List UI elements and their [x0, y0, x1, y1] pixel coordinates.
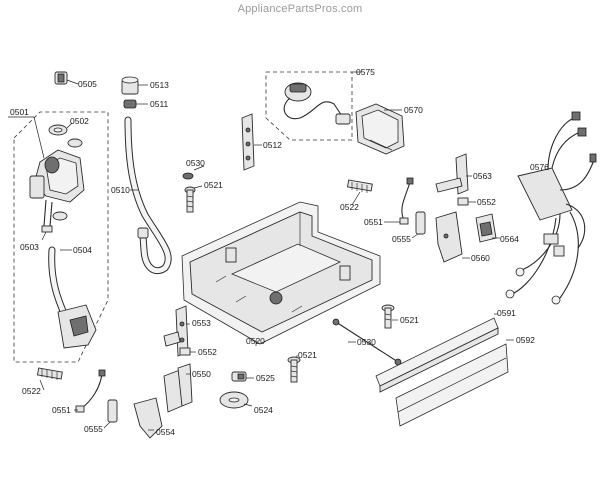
label-0503: 0503	[20, 242, 39, 252]
part-0555-b	[103, 399, 118, 429]
part-0570	[355, 103, 405, 155]
label-0554: 0554	[156, 427, 175, 437]
part-0552-b	[179, 347, 196, 356]
label-0576: 0576	[530, 162, 549, 172]
part-0530-a	[182, 165, 205, 180]
label-0552-b: 0552	[198, 347, 217, 357]
label-0513: 0513	[150, 80, 169, 90]
label-0560: 0560	[471, 253, 490, 263]
label-0522-b: 0522	[22, 386, 41, 396]
label-0530-b: 0530	[357, 337, 376, 347]
label-0502: 0502	[70, 116, 89, 126]
label-0564: 0564	[500, 234, 519, 244]
part-0521-c	[287, 355, 301, 383]
label-0563: 0563	[473, 171, 492, 181]
part-0502	[48, 122, 83, 148]
group-outline-0501	[13, 111, 109, 363]
label-0592: 0592	[516, 335, 535, 345]
part-0524	[219, 391, 253, 409]
part-0576-harness	[505, 111, 597, 305]
part-0553	[163, 305, 190, 357]
part-0564	[475, 213, 500, 243]
label-0501: 0501	[10, 107, 29, 117]
part-0554	[133, 397, 163, 439]
part-0551-b	[74, 369, 106, 413]
label-0521-b: 0521	[400, 315, 419, 325]
label-0575: 0575	[356, 67, 375, 77]
label-0530-a: 0530	[186, 158, 205, 168]
label-0524: 0524	[254, 405, 273, 415]
label-0511: 0511	[150, 99, 169, 109]
part-0521-a	[184, 185, 203, 213]
part-0504-hose	[48, 246, 97, 349]
label-0551-b: 0551	[52, 405, 71, 415]
label-0553: 0553	[192, 318, 211, 328]
part-0525	[231, 371, 254, 382]
label-0522-a: 0522	[340, 202, 359, 212]
part-0555-a	[411, 211, 426, 239]
part-0511	[123, 99, 148, 109]
part-0510-hose	[124, 116, 172, 275]
label-0505: 0505	[78, 79, 97, 89]
label-0555-a: 0555	[392, 234, 411, 244]
part-0552-a	[457, 197, 476, 206]
label-0570: 0570	[404, 105, 423, 115]
watermark: AppliancePartsPros.com	[237, 3, 363, 15]
part-0501-valve	[8, 116, 85, 221]
part-0560	[435, 211, 470, 263]
part-0551-a	[384, 177, 414, 225]
label-0512: 0512	[263, 140, 282, 150]
part-0563	[435, 153, 472, 195]
group-outline-0575	[265, 71, 353, 141]
part-0503	[41, 199, 53, 241]
label-0521-a: 0521	[204, 180, 223, 190]
part-0522-a	[346, 179, 373, 206]
part-0513	[121, 76, 148, 95]
label-0504: 0504	[73, 245, 92, 255]
part-0520-base	[181, 201, 381, 346]
part-0575	[283, 71, 362, 125]
label-0555-b: 0555	[84, 424, 103, 434]
label-0510: 0510	[111, 185, 130, 195]
label-0550: 0550	[192, 369, 211, 379]
part-0512	[241, 113, 262, 171]
label-0521-c: 0521	[298, 350, 317, 360]
label-0520: 0520	[246, 336, 265, 346]
part-0591-panel	[375, 313, 499, 393]
label-0552-a: 0552	[477, 197, 496, 207]
part-0521-b	[381, 304, 398, 329]
part-0592-panel	[395, 339, 514, 427]
part-0505	[54, 71, 79, 85]
label-0551-a: 0551	[364, 217, 383, 227]
label-0591: 0591	[497, 308, 516, 318]
label-0525: 0525	[256, 373, 275, 383]
part-0550	[163, 363, 193, 413]
part-0522-b	[36, 367, 63, 391]
